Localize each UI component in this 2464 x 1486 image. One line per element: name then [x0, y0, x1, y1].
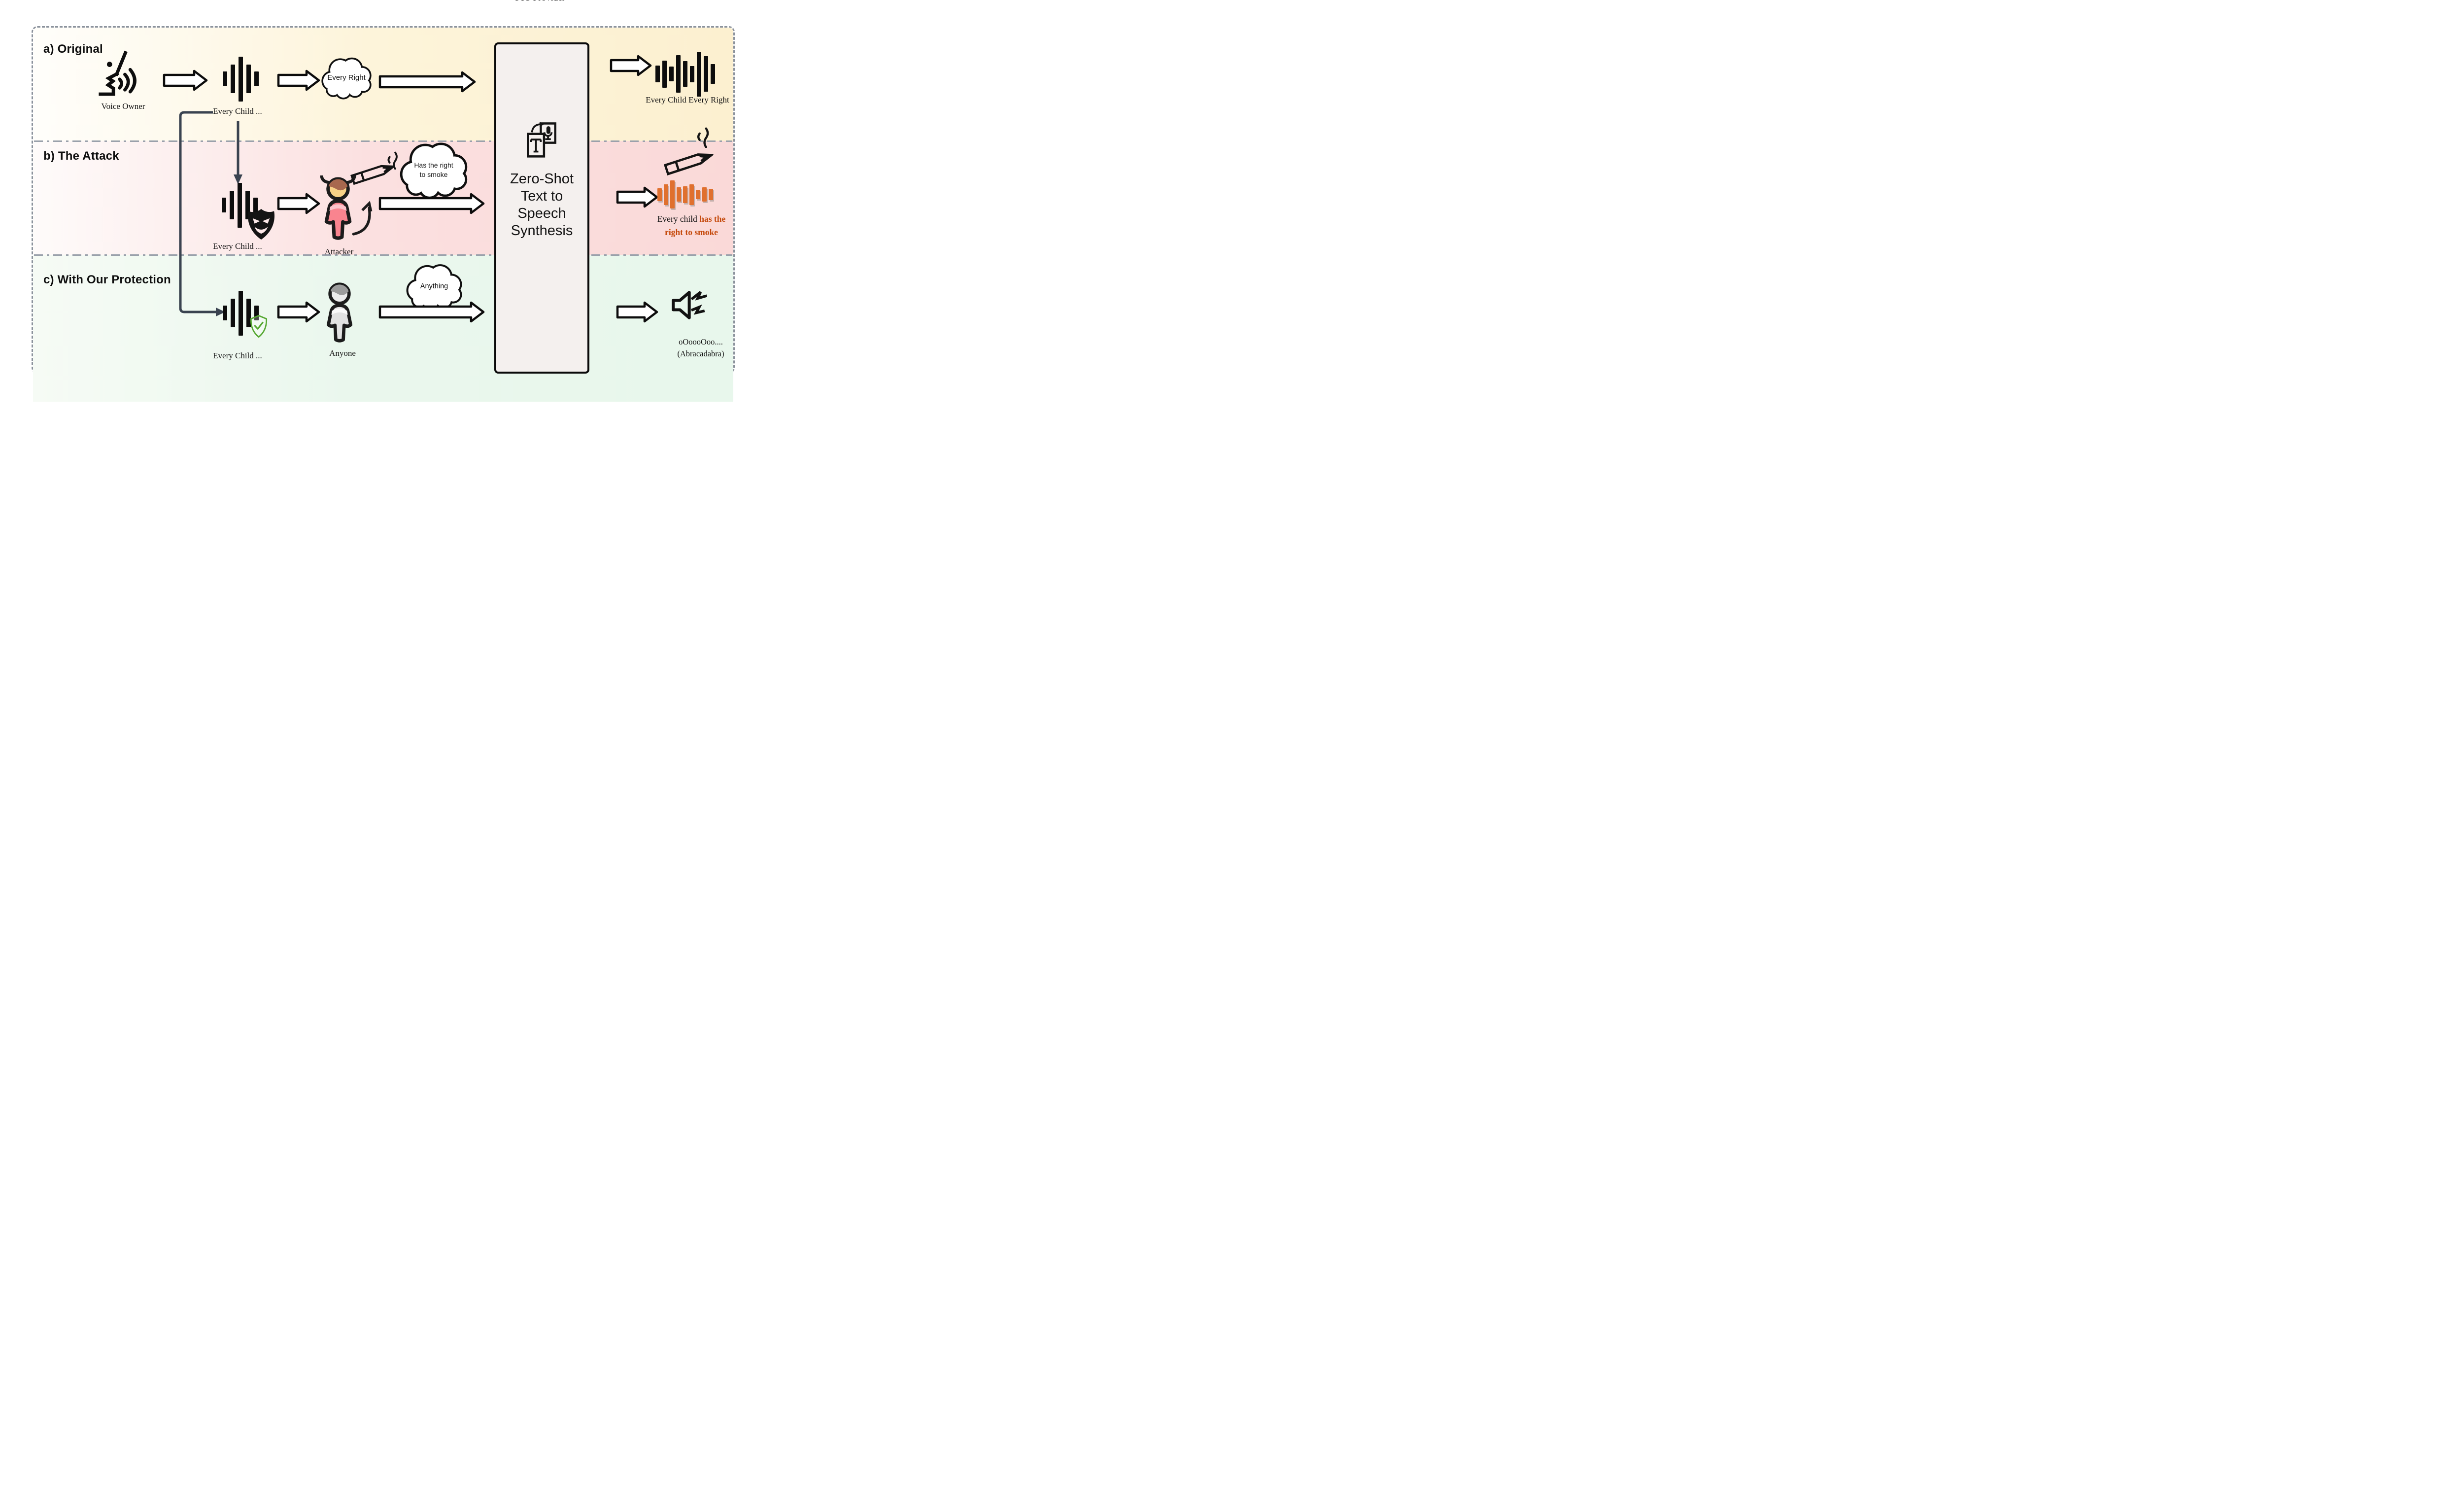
tts-box-line2: Text to: [520, 188, 563, 204]
shield-check-icon: [250, 314, 268, 338]
arrow-c1-icon: [277, 301, 320, 323]
arrow-a4-icon: [610, 55, 652, 76]
devil-tail-icon: [352, 201, 373, 236]
attacker-caption: Attacker: [324, 247, 354, 256]
speaker-icon: [672, 291, 708, 319]
text-to-speech-icon: [527, 122, 556, 158]
waveform-c-caption: Every Child ...: [213, 351, 262, 360]
anyone-caption: Anyone: [329, 348, 356, 358]
arrow-c2-icon: [378, 301, 485, 323]
arrow-a2-icon: [277, 69, 320, 91]
voice-owner-icon: [99, 50, 137, 96]
waveform-a-icon: [223, 56, 259, 102]
tts-synthesis-box: Zero-Shot Text to Speech Synthesis: [494, 42, 589, 374]
tts-provider-label: TTS Provider: [502, 0, 578, 3]
output-b-orange2: right to smoke: [665, 227, 718, 237]
diagram-canvas: TTS Provider a) Original Voice Owner Eve…: [0, 0, 759, 402]
output-c-line1: oOoooOoo....: [679, 337, 723, 346]
outer-dashed-frame: [32, 26, 735, 402]
arrow-b2-icon: [378, 193, 485, 214]
arrow-a1-icon: [163, 69, 208, 91]
output-c-line2: (Abracadabra): [677, 349, 724, 358]
output-c-caption: oOoooOoo.... (Abracadabra): [651, 336, 750, 360]
smoke-output-icon: [697, 127, 709, 148]
output-b-caption: Every child has the right to smoke: [636, 212, 747, 239]
arrow-b1-icon: [277, 193, 320, 214]
output-b-black: Every child: [657, 214, 697, 224]
arrow-a3-icon: [378, 71, 476, 93]
cigarette-icon: [350, 165, 397, 185]
panel-a-label: a) Original: [43, 42, 103, 56]
panel-c-label: c) With Our Protection: [43, 273, 171, 286]
cloud-every-right-text: Every Right: [327, 73, 366, 82]
evil-mask-icon: [248, 208, 274, 240]
panel-c-background: [33, 255, 733, 402]
waveform-orange-icon: [657, 180, 713, 208]
cloud-right-to-smoke: Has the right to smoke: [397, 140, 470, 200]
voice-owner-caption: Voice Owner: [101, 102, 145, 111]
divider-b-c: [34, 254, 732, 256]
cloud-b-line2: to smoke: [419, 171, 448, 178]
divider-a-b: [34, 140, 732, 142]
panel-b-label: b) The Attack: [43, 149, 119, 163]
tts-box-line1: Zero-Shot: [510, 171, 574, 187]
waveform-a-output-icon: [655, 51, 715, 97]
waveform-a-caption: Every Child ...: [213, 106, 262, 116]
cloud-anything-text: Anything: [420, 282, 448, 291]
tts-box-text: Zero-Shot Text to Speech Synthesis: [496, 171, 587, 240]
waveform-b-caption: Every Child ...: [213, 242, 262, 251]
cloud-right-to-smoke-text: Has the right to smoke: [397, 140, 470, 200]
waveform-b-icon: [222, 182, 258, 228]
cigarette-output-icon: [663, 153, 715, 175]
arrow-c3-icon: [616, 301, 658, 323]
output-a-caption: Every Child Every Right: [646, 95, 729, 104]
cloud-every-right: Every Right: [319, 55, 374, 101]
cloud-b-line1: Has the right: [414, 161, 453, 170]
output-b-orange1: has the: [697, 214, 726, 224]
tts-box-line4: Synthesis: [511, 223, 573, 239]
tts-box-line3: Speech: [517, 206, 566, 221]
arrow-b3-icon: [616, 186, 658, 208]
anyone-icon: [326, 282, 353, 343]
smoke-icon: [387, 151, 398, 170]
